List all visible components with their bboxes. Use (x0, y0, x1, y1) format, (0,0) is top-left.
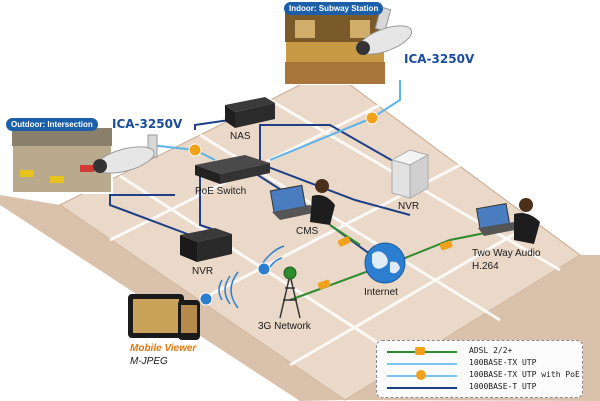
legend-label-100base: 100BASE-TX UTP (469, 358, 537, 367)
network-3g-label: 3G Network (258, 321, 311, 332)
nvr-left-device (180, 228, 232, 262)
badge-3g-top (257, 262, 271, 276)
legend-row-100base: 100BASE-TX UTP (377, 358, 582, 370)
internet-globe (364, 242, 406, 284)
nvr-right-device (390, 149, 430, 199)
outdoor-camera (93, 134, 158, 174)
poe-switch-device (195, 155, 270, 184)
tower-top (283, 266, 297, 280)
poe-marker-top (365, 111, 379, 125)
outdoor-photo (11, 127, 113, 194)
poe-marker-left (188, 143, 202, 157)
legend-row-1000base: 1000BASE-T UTP (377, 382, 582, 394)
adsl-badge-2 (439, 240, 453, 251)
mobile-devices (128, 294, 200, 340)
two-way-audio-workstation (475, 198, 540, 244)
legend-label-1000base: 1000BASE-T UTP (469, 382, 537, 391)
legend: ADSL 2/2+ 100BASE-TX UTP 100BASE-TX UTP … (376, 340, 583, 398)
cms-label: CMS (296, 226, 319, 237)
outdoor-title-tag: Outdoor: Intersection (6, 118, 98, 131)
nas-device (225, 97, 275, 128)
nvr-right-label: NVR (398, 201, 420, 212)
legend-line-1000base (387, 387, 457, 389)
legend-row-100base-poe: 100BASE-TX UTP with PoE (377, 370, 582, 382)
cms-workstation (269, 179, 335, 225)
nas-label: NAS (230, 131, 251, 142)
two-way-audio-label: Two Way Audio (472, 248, 541, 259)
nvr-left-label: NVR (192, 266, 214, 277)
indoor-camera (356, 6, 413, 55)
legend-label-adsl: ADSL 2/2+ (469, 346, 513, 355)
internet-label: Internet (364, 287, 398, 298)
outdoor-camera-model: ICA-3250V (112, 117, 183, 131)
indoor-camera-model: ICA-3250V (404, 52, 475, 66)
mobile-viewer-label: Mobile Viewer (130, 343, 197, 354)
legend-label-100base-poe: 100BASE-TX UTP with PoE (469, 370, 580, 379)
legend-row-adsl: ADSL 2/2+ (377, 346, 582, 358)
h264-label: H.264 (472, 261, 499, 272)
mjpeg-label: M-JPEG (130, 356, 168, 367)
indoor-photo (284, 11, 386, 85)
adsl-badge-3 (317, 279, 331, 290)
adsl-badge-1 (337, 236, 351, 247)
legend-poe-dot (416, 370, 426, 380)
badge-3g-left (199, 292, 213, 306)
legend-adsl-badge (415, 347, 425, 355)
legend-line-100base (387, 363, 457, 365)
indoor-title-tag: Indoor: Subway Station (284, 2, 384, 15)
poe-switch-label: PoE Switch (195, 186, 247, 197)
cell-tower (279, 274, 301, 319)
